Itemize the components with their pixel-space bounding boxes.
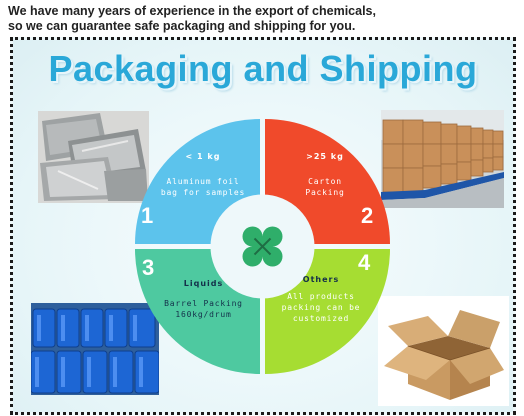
- quadrant-1-number: 1: [141, 203, 154, 228]
- quadrant-2-line-2: Packing: [305, 188, 345, 197]
- quadrant-4-text: Others All products packing can be custo…: [271, 274, 371, 324]
- quadrant-2-number: 2: [361, 203, 374, 228]
- quadrant-4-line-3: customized: [292, 314, 350, 323]
- blue-barrels-photo: [31, 303, 159, 395]
- quadrant-1-title: < 1 kg: [185, 152, 221, 161]
- packaging-banner: Packaging and Shipping: [10, 37, 516, 415]
- quadrant-4-title: Others: [302, 275, 340, 284]
- open-cardboard-box-photo: [378, 296, 509, 406]
- quadrant-3-line-2: 160kg/drum: [175, 310, 232, 319]
- quadrant-2-title: >25 kg: [306, 152, 344, 161]
- clover-x-icon: [242, 226, 283, 267]
- quadrant-2-text: >25 kg Carton Packing: [275, 151, 375, 198]
- quadrant-1-line-1: Aluminum foil: [166, 177, 240, 186]
- stacked-cartons-photo: [381, 110, 504, 208]
- quadrant-2-line-1: Carton: [308, 177, 342, 186]
- quadrant-4-line-2: packing can be: [281, 303, 361, 312]
- quadrant-1-line-2: bag for samples: [160, 188, 246, 197]
- foil-bags-photo: [38, 111, 149, 203]
- intro-line-2: so we can guarantee safe packaging and s…: [8, 19, 356, 33]
- packaging-wheel: [135, 119, 390, 374]
- intro-text: We have many years of experience in the …: [8, 4, 518, 34]
- quadrant-4-number: 4: [358, 250, 371, 275]
- intro-line-1: We have many years of experience in the …: [8, 4, 376, 18]
- quadrant-3-number: 3: [142, 255, 155, 280]
- quadrant-3-title: Liquids: [183, 279, 224, 288]
- quadrant-3-text: Liquids Barrel Packing 160kg/drum: [151, 278, 256, 320]
- quadrant-3-line-1: Barrel Packing: [164, 299, 243, 308]
- quadrant-1-text: < 1 kg Aluminum foil bag for samples: [153, 151, 253, 198]
- banner-title: Packaging and Shipping: [48, 48, 478, 89]
- quadrant-4-line-1: All products: [287, 292, 355, 301]
